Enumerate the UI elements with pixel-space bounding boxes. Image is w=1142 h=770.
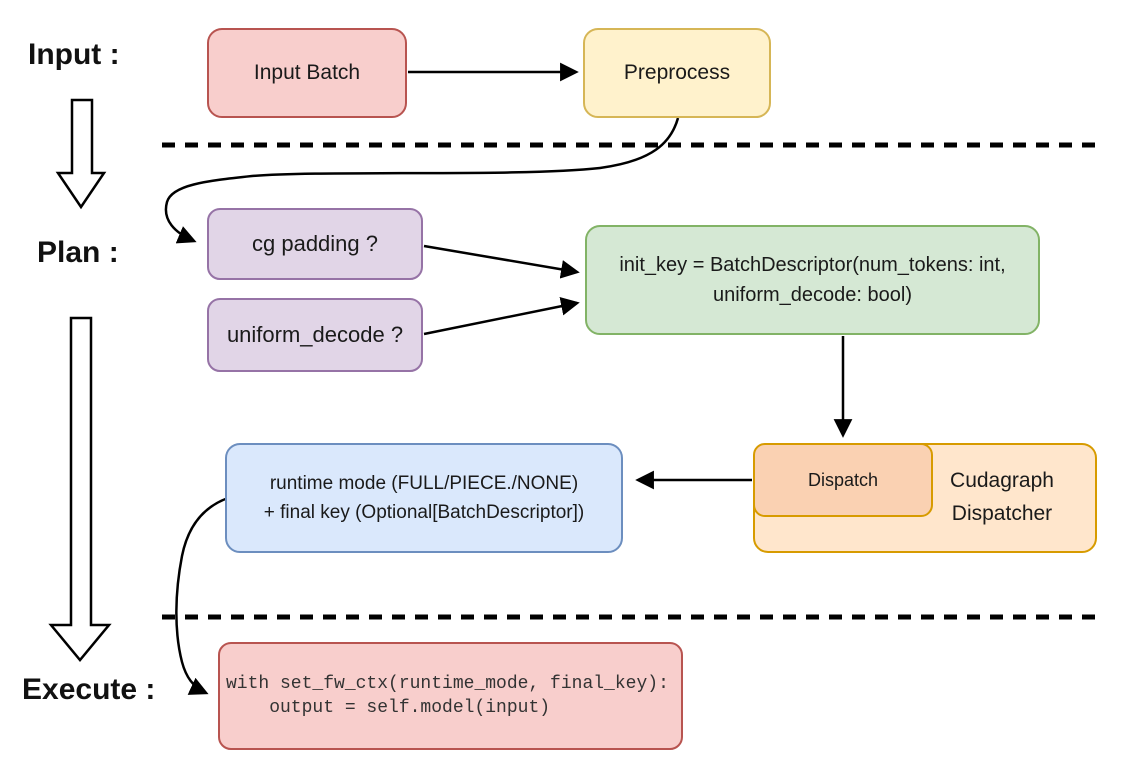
node-input-batch-label: Input Batch bbox=[253, 60, 361, 84]
node-cudagraph-dispatcher-label: Cudagraph Dispatcher bbox=[917, 445, 1087, 551]
node-uniform-decode[interactable]: uniform_decode ? bbox=[207, 298, 423, 372]
stage-label-execute: Execute : bbox=[22, 673, 156, 706]
node-preprocess[interactable]: Preprocess bbox=[583, 28, 771, 118]
node-cg-padding-label: cg padding ? bbox=[252, 231, 378, 257]
stage-arrow-plan-to-execute bbox=[48, 316, 112, 662]
node-execute-code-line2: output = self.model(input) bbox=[226, 698, 551, 718]
node-init-key-line1: init_key = BatchDescriptor(num_tokens: i… bbox=[619, 254, 1006, 276]
node-preprocess-label: Preprocess bbox=[623, 60, 731, 84]
node-dispatch[interactable]: Dispatch bbox=[753, 443, 933, 517]
node-init-key-line2: uniform_decode: bool) bbox=[712, 284, 912, 306]
stage-label-plan: Plan : bbox=[37, 236, 119, 269]
node-execute-code-line1: with set_fw_ctx(runtime_mode, final_key)… bbox=[226, 673, 669, 694]
node-runtime-result[interactable]: runtime mode (FULL/PIECE./NONE) + final … bbox=[225, 443, 623, 553]
stage-arrow-input-to-plan bbox=[55, 98, 107, 210]
stage-label-input: Input : bbox=[28, 38, 120, 71]
node-input-batch[interactable]: Input Batch bbox=[207, 28, 407, 118]
node-cg-padding[interactable]: cg padding ? bbox=[207, 208, 423, 280]
curve-runtime-to-executecode bbox=[175, 496, 229, 695]
node-init-key[interactable]: init_key = BatchDescriptor(num_tokens: i… bbox=[585, 225, 1040, 335]
node-runtime-result-line2: + final key (Optional[BatchDescriptor]) bbox=[263, 502, 585, 523]
node-runtime-result-line1: runtime mode (FULL/PIECE./NONE) bbox=[269, 472, 579, 494]
arrow-uniformdecode-to-initkey bbox=[423, 296, 580, 336]
curve-preprocess-to-cgpadding bbox=[164, 117, 680, 244]
node-execute-code[interactable]: with set_fw_ctx(runtime_mode, final_key)… bbox=[218, 642, 683, 750]
arrow-cgpadding-to-initkey bbox=[423, 244, 580, 279]
cudagraph-line2: Dispatcher bbox=[951, 502, 1053, 525]
cudagraph-line1: Cudagraph bbox=[950, 469, 1054, 493]
node-uniform-decode-label: uniform_decode ? bbox=[226, 322, 404, 348]
node-dispatch-label: Dispatch bbox=[807, 469, 879, 490]
